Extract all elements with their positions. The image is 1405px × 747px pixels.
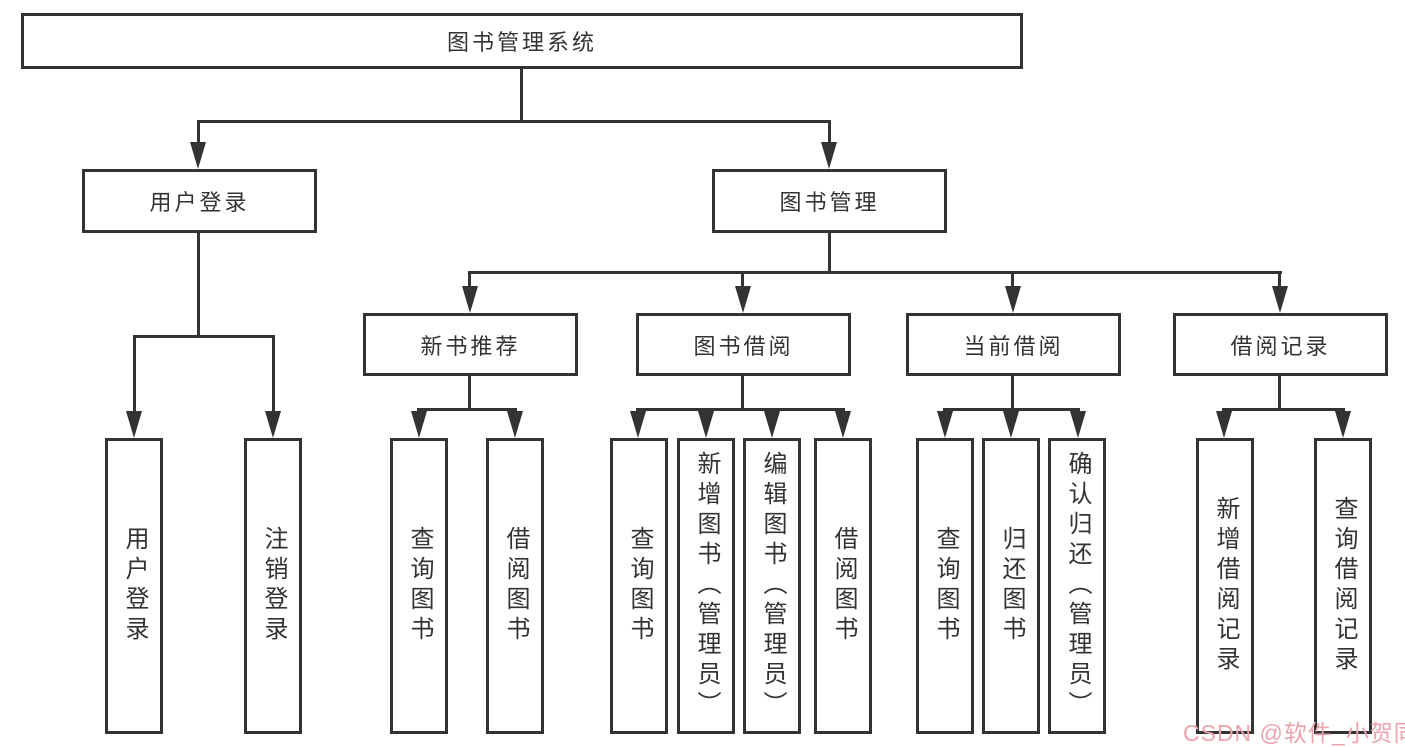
connector-records-drop (1278, 376, 1281, 408)
leaf-query-books-current: 查询图书 (916, 438, 974, 734)
connector-borrow-drop (741, 376, 744, 408)
connector-login-drop (197, 233, 200, 335)
arrow-down-icon (265, 411, 281, 438)
leaf-query-books-borrow: 查询图书 (610, 438, 668, 734)
arrow-down-icon (764, 411, 780, 438)
connector-mgmt-stem-1 (468, 271, 471, 287)
connector-login-stem-2 (272, 335, 275, 413)
leaf-query-borrow-record: 查询借阅记录 (1314, 438, 1372, 734)
node-user-login: 用户登录 (82, 169, 317, 233)
leaf-return-books: 归还图书 (982, 438, 1040, 734)
connector-recommend-drop (468, 376, 471, 408)
arrow-down-icon (126, 411, 142, 438)
connector-root-stem-right (828, 120, 831, 144)
arrow-down-icon (630, 411, 646, 438)
leaf-edit-books-admin: 编辑图书（管理员） (743, 438, 801, 734)
leaf-add-borrow-record: 新增借阅记录 (1196, 438, 1254, 734)
leaf-user-login: 用户登录 (105, 438, 163, 734)
arrow-down-icon (1335, 411, 1351, 438)
arrow-down-icon (507, 411, 523, 438)
node-current-borrow: 当前借阅 (906, 313, 1121, 376)
arrow-down-icon (821, 142, 837, 169)
connector-mgmt-stem-2 (741, 271, 744, 287)
leaf-add-books-admin: 新增图书（管理员） (677, 438, 735, 734)
arrow-down-icon (835, 411, 851, 438)
arrow-down-icon (1003, 411, 1019, 438)
arrow-down-icon (190, 142, 206, 169)
connector-login-stem-1 (133, 335, 136, 413)
connector-login-bar (133, 335, 275, 338)
csdn-watermark: CSDN @软件_小贺同学 (1183, 720, 1405, 746)
arrow-down-icon (937, 411, 953, 438)
connector-mgmt-stem-4 (1278, 271, 1281, 287)
connector-mgmt-bar (468, 271, 1282, 274)
connector-borrow-bar (636, 408, 845, 411)
node-borrow-records: 借阅记录 (1173, 313, 1388, 376)
node-new-book-recommend: 新书推荐 (363, 313, 578, 376)
node-root-system: 图书管理系统 (21, 13, 1023, 69)
arrow-down-icon (411, 411, 427, 438)
connector-current-bar (943, 408, 1080, 411)
arrow-down-icon (462, 286, 478, 313)
arrow-down-icon (698, 411, 714, 438)
leaf-logout: 注销登录 (244, 438, 302, 734)
connector-root-stem-left (197, 120, 200, 144)
connector-recommend-bar (417, 408, 517, 411)
connector-current-drop (1011, 376, 1014, 408)
leaf-query-books-recommend: 查询图书 (390, 438, 448, 734)
connector-root-drop (520, 69, 523, 120)
connector-root-bar (197, 120, 831, 123)
connector-mgmt-drop (828, 233, 831, 271)
leaf-borrow-books: 借阅图书 (814, 438, 872, 734)
arrow-down-icon (1216, 411, 1232, 438)
arrow-down-icon (1272, 286, 1288, 313)
connector-mgmt-stem-3 (1011, 271, 1014, 287)
leaf-confirm-return-admin: 确认归还（管理员） (1048, 438, 1106, 734)
connector-records-bar (1222, 408, 1345, 411)
leaf-borrow-books-recommend: 借阅图书 (486, 438, 544, 734)
node-book-borrow: 图书借阅 (636, 313, 851, 376)
node-book-management: 图书管理 (712, 169, 947, 233)
arrow-down-icon (735, 286, 751, 313)
arrow-down-icon (1070, 411, 1086, 438)
arrow-down-icon (1005, 286, 1021, 313)
